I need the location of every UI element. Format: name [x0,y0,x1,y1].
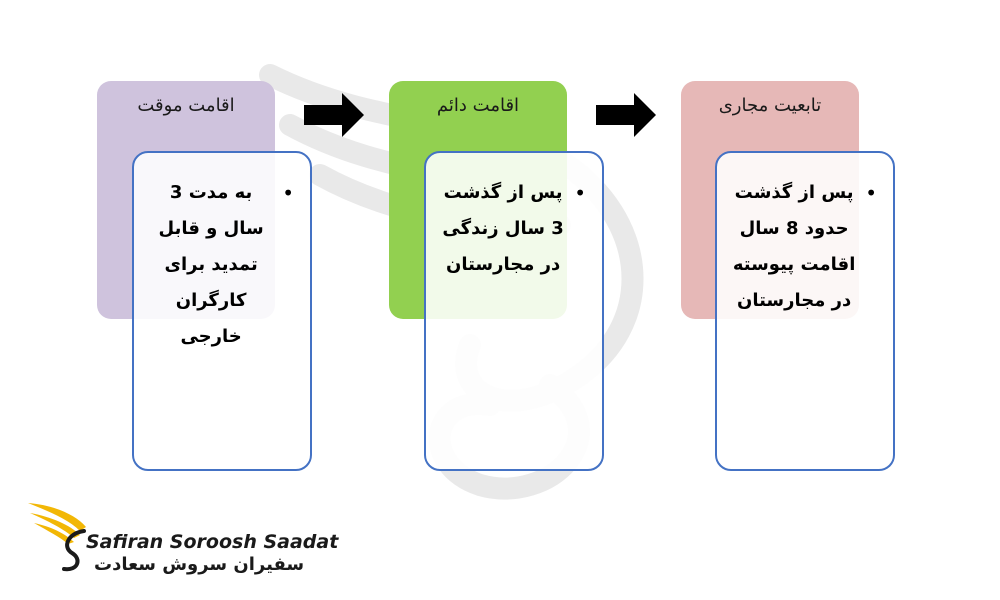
step-detail-text: پس از گذشت 3 سال زندگی در مجارستان [442,182,564,275]
step-detail-text: به مدت 3 سال و قابل تمدید برای کارگران خ… [158,182,264,347]
bullet-icon: • [282,181,294,205]
step-title: اقامت موقت [137,95,235,116]
arrow-right-icon [304,93,364,137]
wing-logo-icon [28,503,86,572]
logo-name-english: Safiran Soroosh Saadat [86,531,339,553]
logo-name-persian: سفیران سروش سعادت [94,554,305,575]
step-detail-box: • پس از گذشت حدود 8 سال اقامت پیوسته در … [715,151,895,471]
arrow-right-icon [596,93,656,137]
step-detail-box: • به مدت 3 سال و قابل تمدید برای کارگران… [132,151,312,471]
step-title: اقامت دائم [436,95,520,116]
company-logo: Safiran Soroosh Saadat سفیران سروش سعادت [24,497,338,577]
step-title: تابعیت مجاری [718,95,822,116]
step-detail-text: پس از گذشت حدود 8 سال اقامت پیوسته در مج… [732,182,856,311]
bullet-icon: • [865,181,877,205]
bullet-icon: • [574,181,586,205]
step-detail-box: • پس از گذشت 3 سال زندگی در مجارستان [424,151,604,471]
